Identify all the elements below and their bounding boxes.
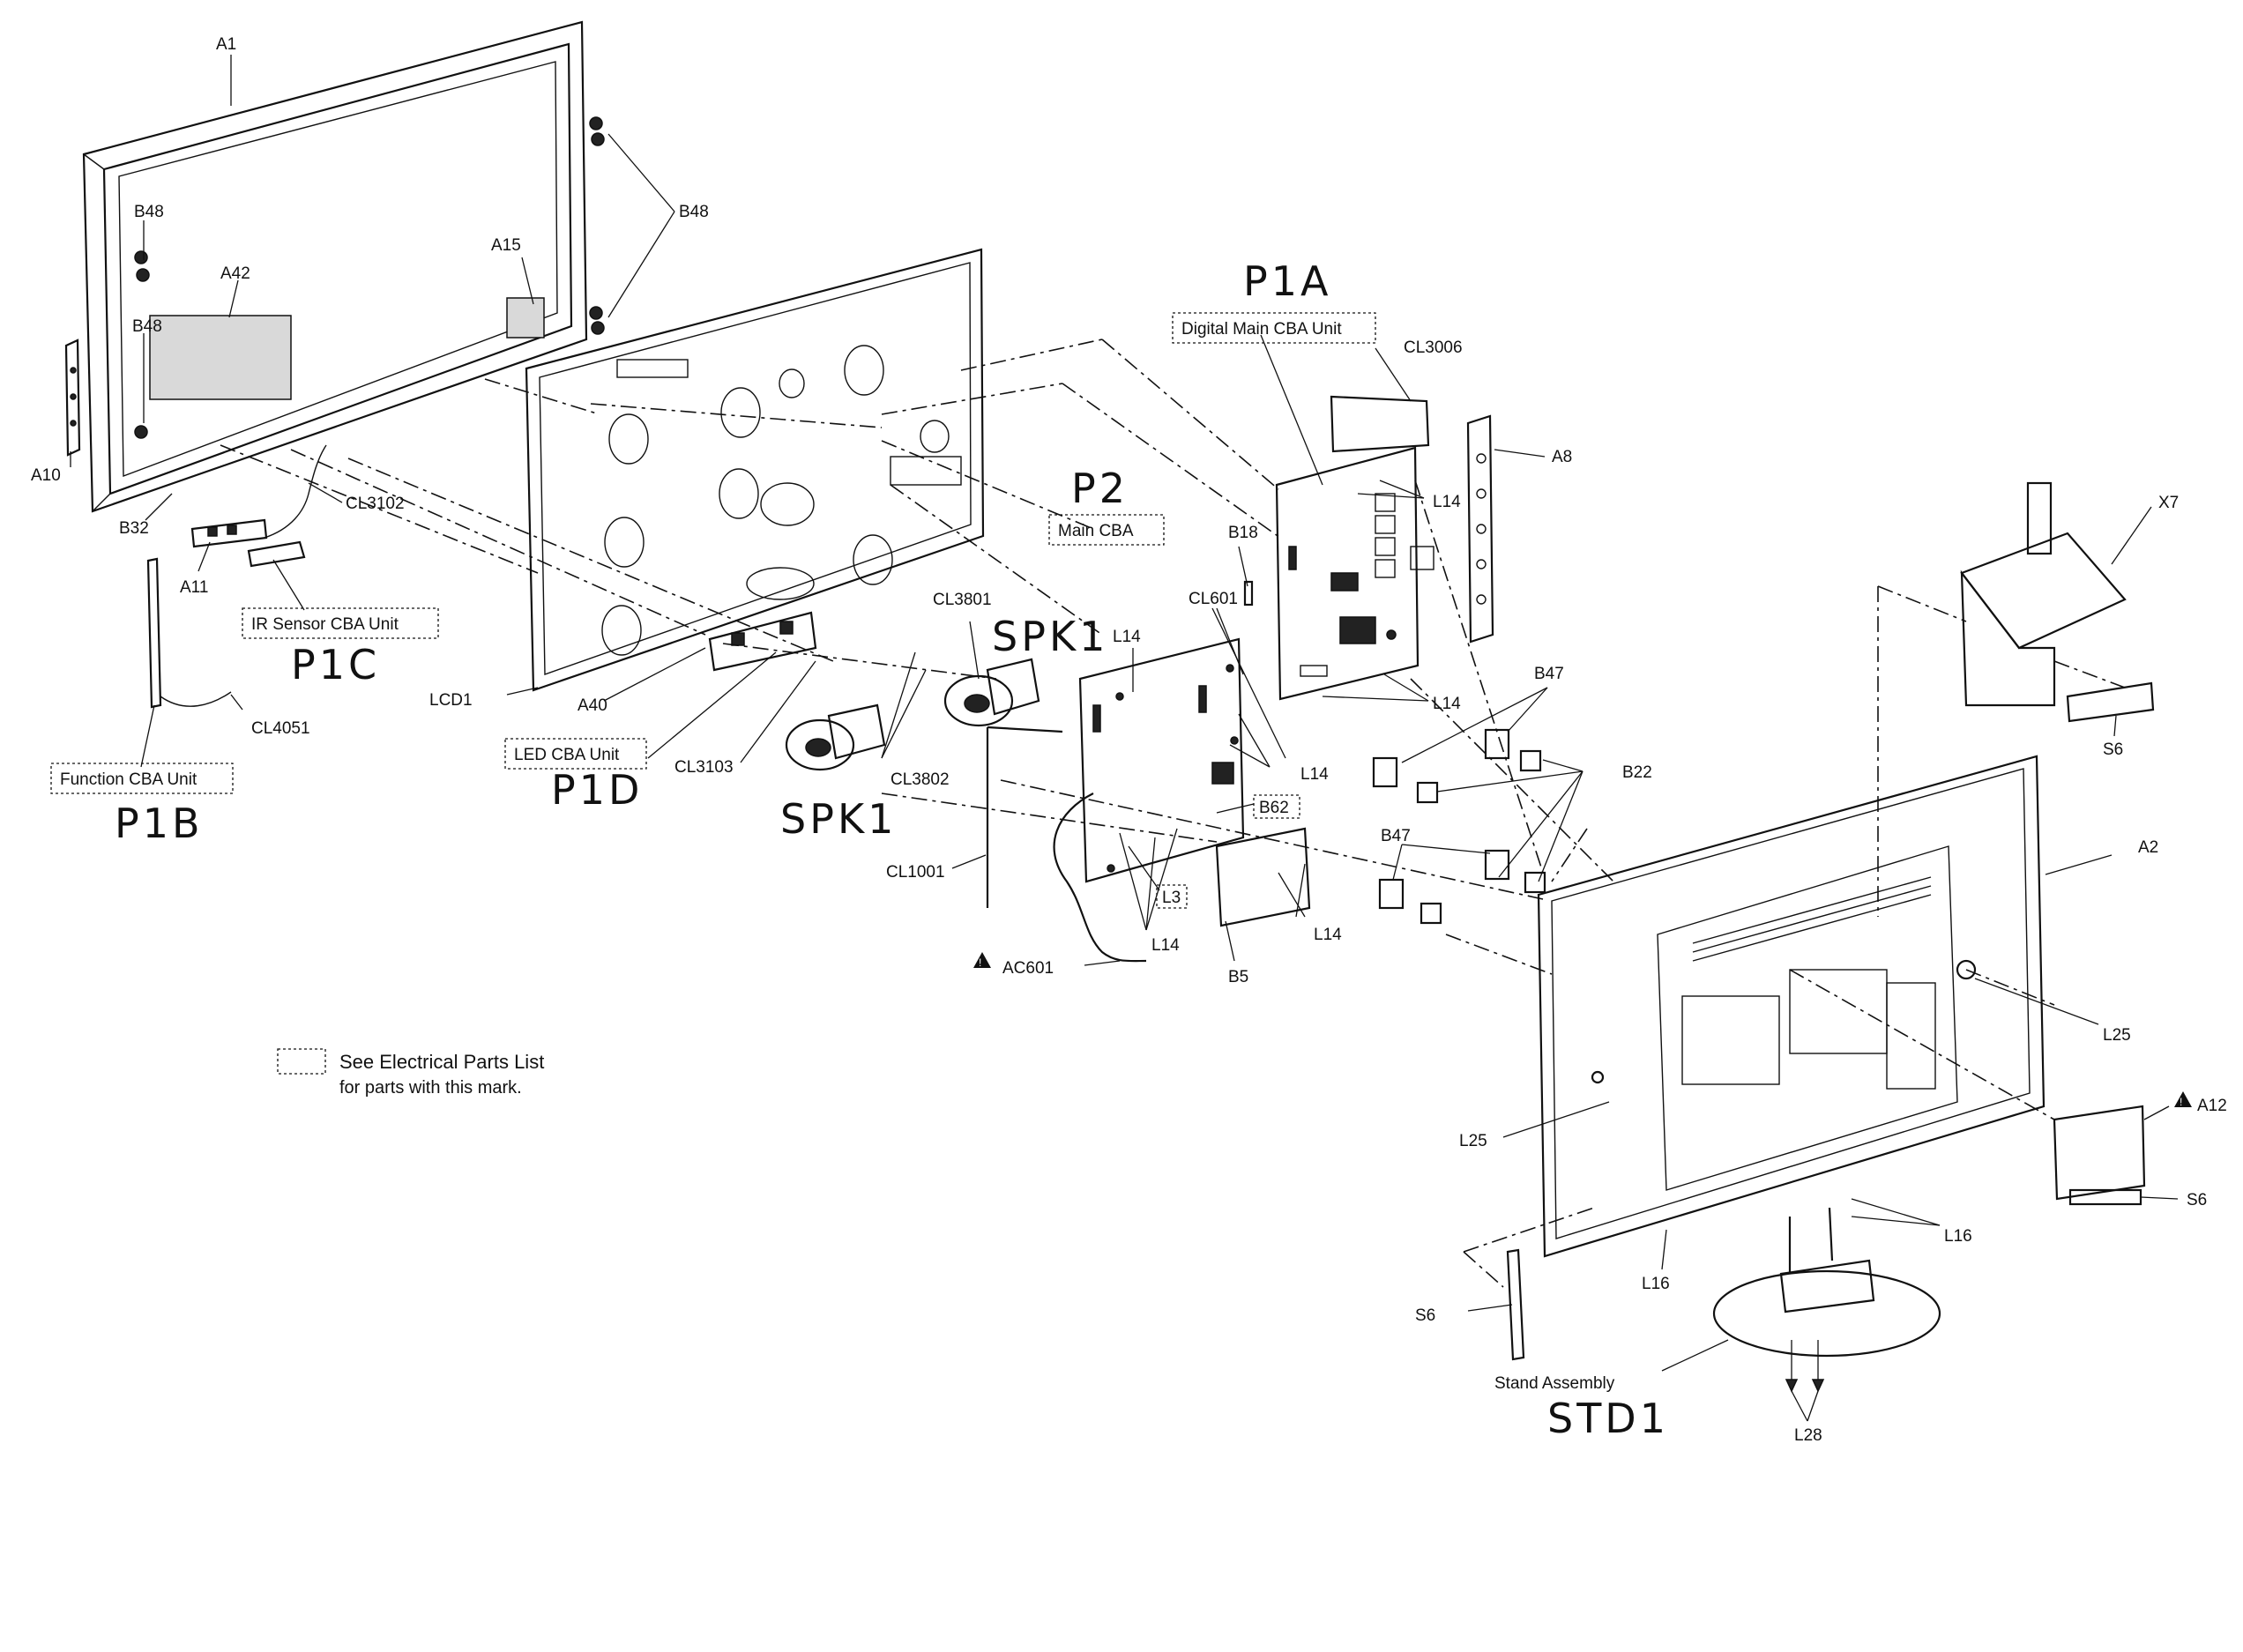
- label-l14-b5: L14: [1314, 926, 1342, 944]
- side-bracket-a10: [64, 339, 81, 457]
- label-l3: L3: [1162, 889, 1181, 907]
- label-b47-top: B47: [1534, 665, 1564, 683]
- speaker-spk1-bottom: [785, 703, 886, 771]
- digital-main-cba-board: [1275, 395, 1494, 701]
- label-l28: L28: [1794, 1426, 1822, 1445]
- label-b47-bottom: B47: [1381, 827, 1411, 845]
- label-b5: B5: [1228, 968, 1248, 986]
- label-cl3801: CL3801: [933, 591, 992, 609]
- handwritten-std1: STD1: [1547, 1395, 1669, 1442]
- panel-cutouts: [601, 345, 962, 656]
- label-cl4051: CL4051: [251, 719, 310, 738]
- label-cl3103: CL3103: [674, 758, 734, 777]
- label-b48-left-bottom: B48: [132, 317, 162, 336]
- label-x7: X7: [2158, 494, 2179, 512]
- label-a10: A10: [31, 466, 61, 485]
- handwritten-p1c: P1C: [291, 641, 380, 688]
- digital-main-cba-label: Digital Main CBA Unit: [1181, 320, 1342, 339]
- legend-dotted-box: [277, 1048, 326, 1075]
- triangle-warning-icon: ! !: [973, 952, 2192, 1108]
- legend-line-1: See Electrical Parts List: [339, 1051, 544, 1073]
- ac-power-cord: [986, 726, 1147, 963]
- digital-connectors: [1288, 493, 1434, 677]
- main-cba-board: [1078, 637, 1311, 927]
- label-cl601: CL601: [1189, 590, 1238, 608]
- ir-sensor-board-a11: [190, 444, 327, 568]
- handwritten-spk1-top: SPK1: [992, 613, 1108, 660]
- clips-b47-b22: [1372, 728, 1546, 925]
- label-s6-right: S6: [2187, 1191, 2207, 1209]
- handwritten-spk1-bottom: SPK1: [780, 795, 897, 843]
- label-l25-left: L25: [1459, 1132, 1487, 1150]
- label-b22: B22: [1622, 763, 1652, 782]
- label-a1: A1: [216, 35, 236, 54]
- svg-text:!: !: [2180, 1096, 2182, 1108]
- label-l14-digital-bottom: L14: [1433, 695, 1461, 713]
- assembly-lines: [220, 339, 2126, 1288]
- lcd-panel-lcd1: [525, 248, 985, 692]
- legend-line-2: for parts with this mark.: [339, 1078, 522, 1098]
- leader-lines: [70, 55, 2179, 1422]
- label-a12: [2053, 1105, 2146, 1206]
- label-cl1001: CL1001: [886, 863, 945, 882]
- svg-text:!: !: [979, 956, 981, 969]
- main-cba-label: Main CBA: [1058, 522, 1134, 540]
- screw-bosses: [134, 116, 605, 439]
- front-bezel-a1: [82, 20, 605, 513]
- function-cba-board: [146, 557, 232, 709]
- handwritten-p1b: P1B: [115, 800, 204, 847]
- label-l14-main-right: L14: [1300, 765, 1329, 784]
- handwritten-p1a: P1A: [1243, 257, 1331, 305]
- handwritten-p2: P2: [1071, 465, 1129, 512]
- board-b18: [1243, 580, 1254, 606]
- stand-assembly: [1712, 1207, 1941, 1393]
- label-cl3006: CL3006: [1404, 339, 1463, 357]
- handwritten-annotations: P1A P2 P1C P1B P1D SPK1 SPK1 STD1: [115, 257, 1669, 1442]
- led-board-bracket: [708, 611, 817, 672]
- label-cl3802: CL3802: [890, 770, 950, 789]
- label-a2: A2: [2138, 838, 2158, 857]
- label-cl3102: CL3102: [346, 495, 405, 513]
- speaker-spk1-top: [943, 658, 1040, 727]
- boxed-unit-labels: IR Sensor CBA Unit Function CBA Unit LED…: [50, 312, 1615, 1393]
- label-a42: A42: [220, 264, 250, 283]
- label-b48-left-top: B48: [134, 203, 164, 221]
- rear-cabinet-a2: [1537, 755, 2046, 1258]
- label-a40: A40: [578, 696, 607, 715]
- label-lcd1: LCD1: [429, 691, 473, 710]
- label-l14-main-top: L14: [1113, 628, 1141, 646]
- label-sheet-x7: [1960, 481, 2127, 707]
- label-b32: B32: [119, 519, 149, 538]
- led-cba-label: LED CBA Unit: [514, 746, 620, 764]
- function-cba-label: Function CBA Unit: [60, 770, 197, 789]
- legend: See Electrical Parts List for parts with…: [277, 1048, 544, 1098]
- label-s6-left: [1506, 1248, 1525, 1361]
- label-ac601: AC601: [1002, 959, 1054, 978]
- label-b62: B62: [1259, 799, 1289, 817]
- handwritten-p1d: P1D: [551, 766, 643, 814]
- label-s6-left: S6: [1415, 1306, 1435, 1325]
- label-b48-right: B48: [679, 203, 709, 221]
- label-l14-main-bottom: L14: [1151, 936, 1180, 955]
- box-b62: [1253, 794, 1300, 819]
- label-l16-left: L16: [1642, 1275, 1670, 1293]
- stand-assembly-label: Stand Assembly: [1494, 1374, 1615, 1393]
- label-a8: A8: [1552, 448, 1572, 466]
- label-s6-top: S6: [2103, 740, 2123, 759]
- label-a15: A15: [491, 236, 521, 255]
- vent-grille: [1692, 876, 1932, 962]
- label-l16-right: L16: [1944, 1227, 1972, 1246]
- part-labels: A1 B48 B48 B48 A42 A15 A10 B32 A11 CL310…: [31, 35, 2227, 1445]
- label-l25-right: L25: [2103, 1026, 2131, 1045]
- label-a12: A12: [2197, 1097, 2227, 1115]
- label-l14-digital-top: L14: [1433, 493, 1461, 511]
- label-b18: B18: [1228, 524, 1258, 542]
- label-a11: A11: [180, 578, 208, 597]
- ir-sensor-cba-label: IR Sensor CBA Unit: [251, 615, 399, 634]
- label-s6-top: [2066, 681, 2155, 723]
